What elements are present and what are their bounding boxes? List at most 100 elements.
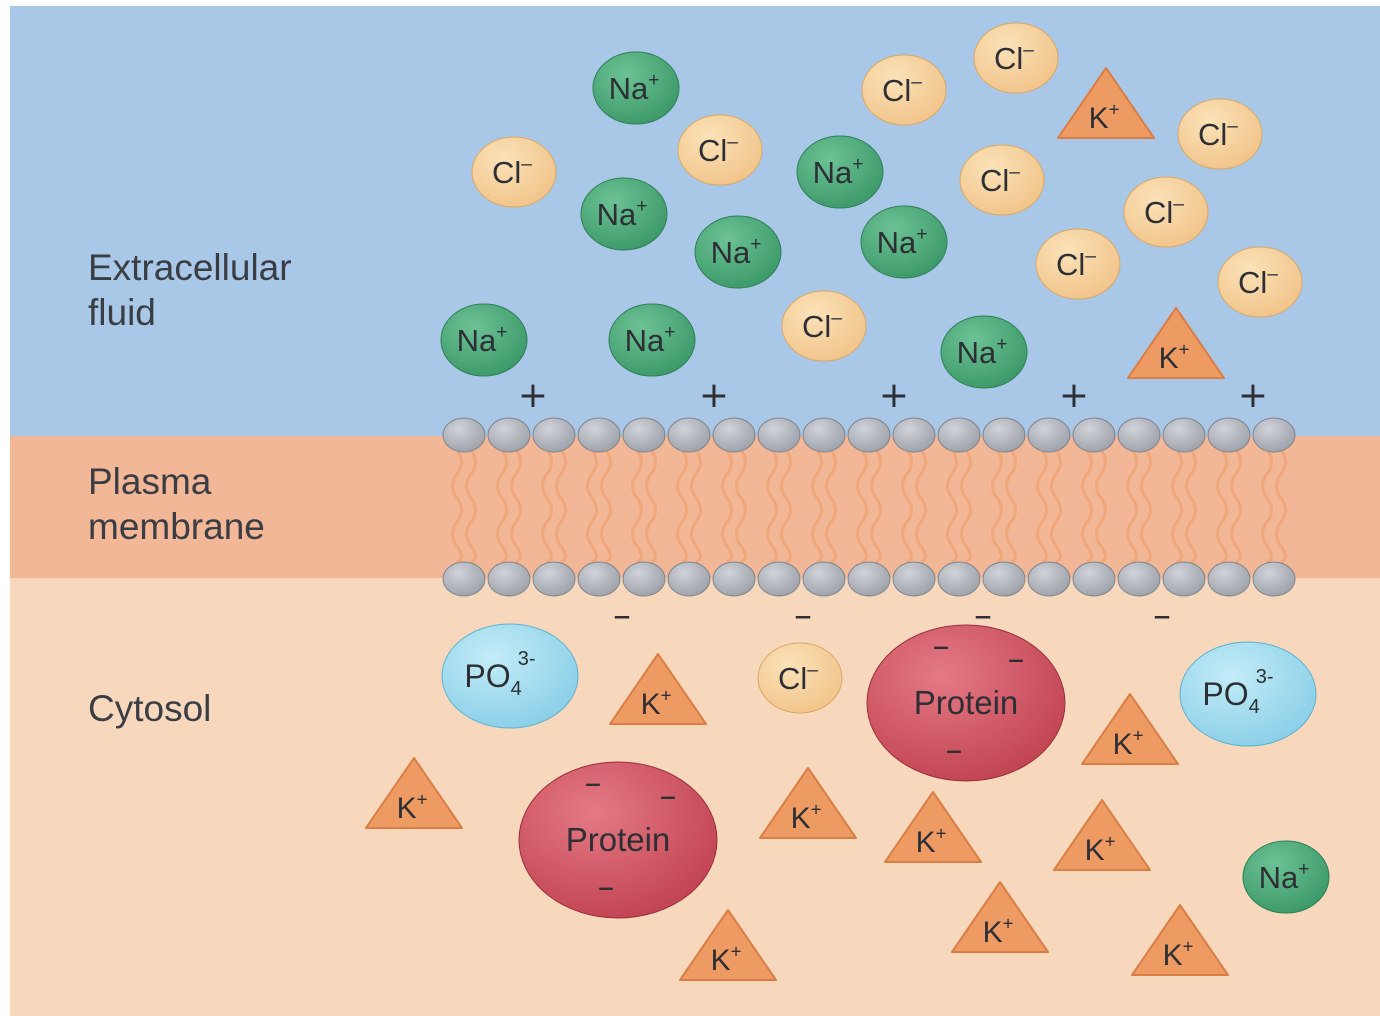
protein-anion: Protein––– bbox=[518, 761, 718, 919]
phospholipid-head bbox=[757, 417, 801, 453]
lipid-tail bbox=[600, 449, 612, 564]
positive-charge: + bbox=[699, 375, 729, 416]
k-ion: K+ bbox=[609, 653, 707, 725]
lipid-tail bbox=[1185, 449, 1197, 564]
negative-charge: – bbox=[794, 595, 812, 636]
phospholipid-head bbox=[1072, 417, 1116, 453]
lipid-tail bbox=[496, 449, 508, 564]
phospholipid-head bbox=[532, 417, 576, 453]
cl-ion: Cl– bbox=[757, 642, 843, 714]
phosphate-ion: PO43- bbox=[1179, 641, 1317, 747]
ions-layer: Na+Cl–Cl–K+Cl–Cl–Cl–Na+Cl–Cl–Na+Na+Na+Cl… bbox=[365, 22, 1330, 981]
phospholipid-head bbox=[847, 561, 891, 597]
lipid-tail bbox=[1216, 449, 1228, 564]
lipid-tail bbox=[991, 449, 1003, 564]
lipid-tail bbox=[1261, 449, 1273, 564]
lipid-tail bbox=[1140, 449, 1152, 564]
cl-ion: Cl– bbox=[959, 144, 1045, 216]
k-ion: K+ bbox=[1057, 67, 1155, 139]
lipid-tail bbox=[1081, 449, 1093, 564]
phospholipid-head bbox=[982, 417, 1026, 453]
phospholipid-head bbox=[1027, 561, 1071, 597]
phospholipid-head bbox=[802, 561, 846, 597]
lipid-tail bbox=[915, 449, 927, 564]
lipid-tail bbox=[1275, 449, 1287, 564]
lipid-tail bbox=[1230, 449, 1242, 564]
lipid-tail bbox=[465, 449, 477, 564]
phospholipid-head bbox=[1252, 417, 1296, 453]
na-ion: Na+ bbox=[694, 215, 782, 289]
k-ion: K+ bbox=[884, 791, 982, 863]
svg-text:–: – bbox=[585, 763, 602, 803]
lipid-tail bbox=[960, 449, 972, 564]
lipid-tail bbox=[735, 449, 747, 564]
phosphate-ion: PO43- bbox=[441, 623, 579, 729]
phospholipid-head bbox=[1117, 417, 1161, 453]
lipid-tail bbox=[1036, 449, 1048, 564]
lipid-tail bbox=[510, 449, 522, 564]
lipid-tail bbox=[645, 449, 657, 564]
phospholipid-head bbox=[1027, 417, 1071, 453]
k-ion: K+ bbox=[679, 909, 777, 981]
lipid-tail bbox=[870, 449, 882, 564]
lipid-tail bbox=[451, 449, 463, 564]
k-ion: K+ bbox=[1127, 307, 1225, 379]
positive-charge: + bbox=[879, 375, 909, 416]
k-ion: K+ bbox=[759, 767, 857, 839]
phospholipid-head bbox=[442, 561, 486, 597]
na-ion: Na+ bbox=[592, 51, 680, 125]
phospholipid-head bbox=[892, 561, 936, 597]
lipid-tail bbox=[541, 449, 553, 564]
cl-ion: Cl– bbox=[861, 54, 947, 126]
lipid-tail bbox=[1050, 449, 1062, 564]
lipid-tail bbox=[721, 449, 733, 564]
phospholipid-head bbox=[622, 417, 666, 453]
svg-text:–: – bbox=[946, 730, 963, 770]
lipid-tail bbox=[1005, 449, 1017, 564]
phospholipid-head bbox=[577, 417, 621, 453]
lipid-tail bbox=[901, 449, 913, 564]
phospholipid-head bbox=[937, 561, 981, 597]
negative-charge: – bbox=[1153, 595, 1171, 636]
lipid-tail bbox=[555, 449, 567, 564]
na-ion: Na+ bbox=[860, 205, 948, 279]
phospholipid-head bbox=[1207, 417, 1251, 453]
svg-text:–: – bbox=[598, 867, 615, 907]
lipid-tail bbox=[946, 449, 958, 564]
phospholipid-head bbox=[532, 561, 576, 597]
plasma-membrane-label: Plasma membrane bbox=[88, 461, 265, 547]
phospholipid-head bbox=[712, 417, 756, 453]
phospholipid-head bbox=[487, 417, 531, 453]
phospholipid-head bbox=[622, 561, 666, 597]
phospholipid-head bbox=[892, 417, 936, 453]
phospholipid-head bbox=[1117, 561, 1161, 597]
phospholipid-head bbox=[937, 417, 981, 453]
cl-ion: Cl– bbox=[471, 136, 557, 208]
svg-text:Cl–: Cl– bbox=[802, 308, 842, 344]
na-ion: Na+ bbox=[1242, 840, 1330, 914]
positive-charge: + bbox=[518, 375, 548, 416]
svg-text:–: – bbox=[1008, 639, 1025, 679]
phospholipid-head bbox=[1162, 561, 1206, 597]
phospholipid-head bbox=[1207, 561, 1251, 597]
k-ion: K+ bbox=[365, 757, 463, 829]
lipid-tail bbox=[825, 449, 837, 564]
cl-ion: Cl– bbox=[781, 290, 867, 362]
protein-anion: Protein––– bbox=[866, 624, 1066, 782]
negative-charge: – bbox=[613, 595, 631, 636]
svg-text:–: – bbox=[933, 626, 950, 666]
phospholipid-head bbox=[667, 561, 711, 597]
phospholipid-head bbox=[802, 417, 846, 453]
positive-charge: + bbox=[1059, 375, 1089, 416]
phospholipid-head bbox=[442, 417, 486, 453]
phospholipid-head bbox=[757, 561, 801, 597]
cl-ion: Cl– bbox=[1177, 98, 1263, 170]
membrane-charges: +++++–––– bbox=[518, 375, 1268, 636]
phospholipid-head bbox=[487, 561, 531, 597]
cl-ion: Cl– bbox=[1123, 176, 1209, 248]
positive-charge: + bbox=[1238, 375, 1268, 416]
na-ion: Na+ bbox=[440, 303, 528, 377]
phospholipid-head bbox=[1252, 561, 1296, 597]
